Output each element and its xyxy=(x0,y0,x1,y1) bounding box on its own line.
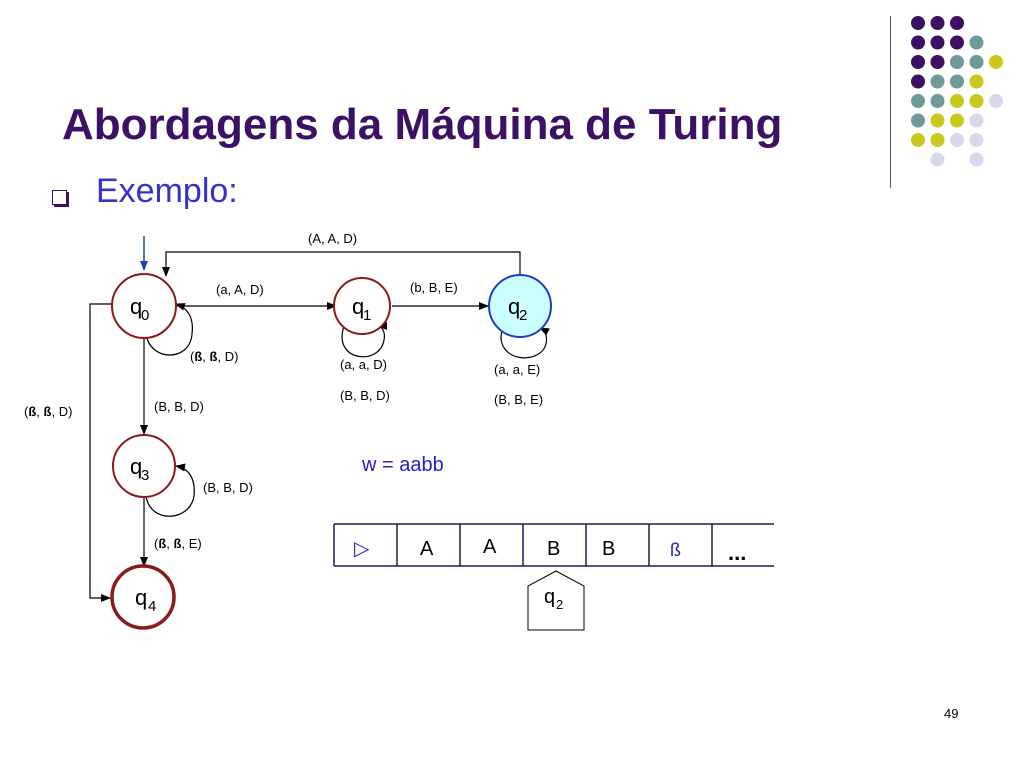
decor-dot xyxy=(911,113,925,128)
decor-dot xyxy=(930,133,945,147)
svg-text:2: 2 xyxy=(519,307,527,324)
decor-dot xyxy=(950,133,964,147)
decor-dot xyxy=(950,35,964,50)
label-q2-loop-1: (a, a, E) xyxy=(494,362,540,377)
label-q3-loop: (B, B, D) xyxy=(203,480,253,495)
slide-title: Abordagens da Máquina de Turing xyxy=(62,100,783,149)
tape-cell-3: B xyxy=(547,538,560,560)
decor-dot xyxy=(930,55,945,69)
decor-dot xyxy=(950,113,964,128)
svg-text:3: 3 xyxy=(141,467,149,484)
svg-text:q: q xyxy=(544,586,555,608)
decor-dot xyxy=(969,35,984,50)
label-q3-q4: (ß, ß, E) xyxy=(154,536,202,551)
state-q4: q 4 xyxy=(110,564,176,630)
label-q0-loop: (ß, ß, D) xyxy=(190,349,238,364)
decor-divider xyxy=(890,16,891,188)
svg-text:2: 2 xyxy=(556,597,563,612)
decor-dot xyxy=(911,55,925,69)
decor-dot xyxy=(950,16,964,30)
decor-dot xyxy=(969,55,984,69)
tape: ▷ A A B B ß ... xyxy=(333,523,774,567)
decor-dot xyxy=(930,113,945,128)
decor-dot xyxy=(911,94,925,108)
decor-dot xyxy=(930,16,945,30)
decor-dot xyxy=(950,55,964,69)
decor-dot xyxy=(969,94,984,108)
label-q1-loop-2: (B, B, D) xyxy=(340,388,390,403)
svg-text:q: q xyxy=(508,294,520,319)
decor-dot xyxy=(930,152,945,167)
svg-text:1: 1 xyxy=(363,307,371,324)
input-word: w = aabb xyxy=(361,454,444,476)
loop-q3 xyxy=(145,463,195,517)
page-number: 49 xyxy=(944,706,959,721)
svg-text:0: 0 xyxy=(141,307,149,324)
state-q2: q 2 xyxy=(488,274,552,338)
decor-dot xyxy=(930,35,945,50)
decor-dot xyxy=(911,74,925,89)
decor-dot xyxy=(969,133,984,147)
tape-cell-4: B xyxy=(602,538,615,560)
loop-q2 xyxy=(500,327,550,359)
edge-q0-q4 xyxy=(89,303,114,602)
state-q0: q 0 xyxy=(111,273,177,339)
bullet-text: Exemplo: xyxy=(96,172,238,210)
tape-cell-1: A xyxy=(420,538,434,560)
decor-dot xyxy=(930,74,945,89)
label-q0-q3: (B, B, D) xyxy=(154,399,204,414)
tape-cell-5: ß xyxy=(670,540,681,560)
state-q1: q 1 xyxy=(333,277,391,335)
decor-dot xyxy=(969,113,984,128)
label-q0-q4: (ß, ß, D) xyxy=(24,404,72,419)
decor-dot xyxy=(911,35,925,50)
label-q1-q2: (b, B, E) xyxy=(410,280,458,295)
edge-q2-q0 xyxy=(162,251,521,277)
decor-dot xyxy=(989,55,1003,69)
label-q1-loop-1: (a, a, D) xyxy=(340,357,387,372)
tape-ellipsis: ... xyxy=(728,540,746,565)
decor-dot xyxy=(911,16,925,30)
svg-text:q: q xyxy=(130,454,142,479)
label-q2-q0: (A, A, D) xyxy=(308,231,357,246)
tape-cell-2: A xyxy=(483,536,497,558)
decor-dot xyxy=(950,74,964,89)
decor-dot xyxy=(950,94,964,108)
bullet-square-icon xyxy=(52,190,67,205)
decor-dot xyxy=(989,94,1003,108)
svg-text:q: q xyxy=(352,294,364,319)
tape-head: q 2 xyxy=(527,570,585,631)
decor-dot-grid xyxy=(911,16,1003,167)
label-q0-q1: (a, A, D) xyxy=(216,282,264,297)
decor-dot xyxy=(969,152,984,167)
label-q2-loop-2: (B, B, E) xyxy=(494,392,543,407)
decor-dot xyxy=(969,74,984,89)
decor-dot xyxy=(930,94,945,108)
decor-dot xyxy=(911,133,925,147)
svg-text:4: 4 xyxy=(148,598,156,615)
svg-text:q: q xyxy=(130,294,142,319)
loop-q0 xyxy=(145,303,193,356)
tape-cell-0: ▷ xyxy=(354,538,370,560)
state-q3: q 3 xyxy=(112,434,176,498)
svg-text:q: q xyxy=(135,585,147,610)
